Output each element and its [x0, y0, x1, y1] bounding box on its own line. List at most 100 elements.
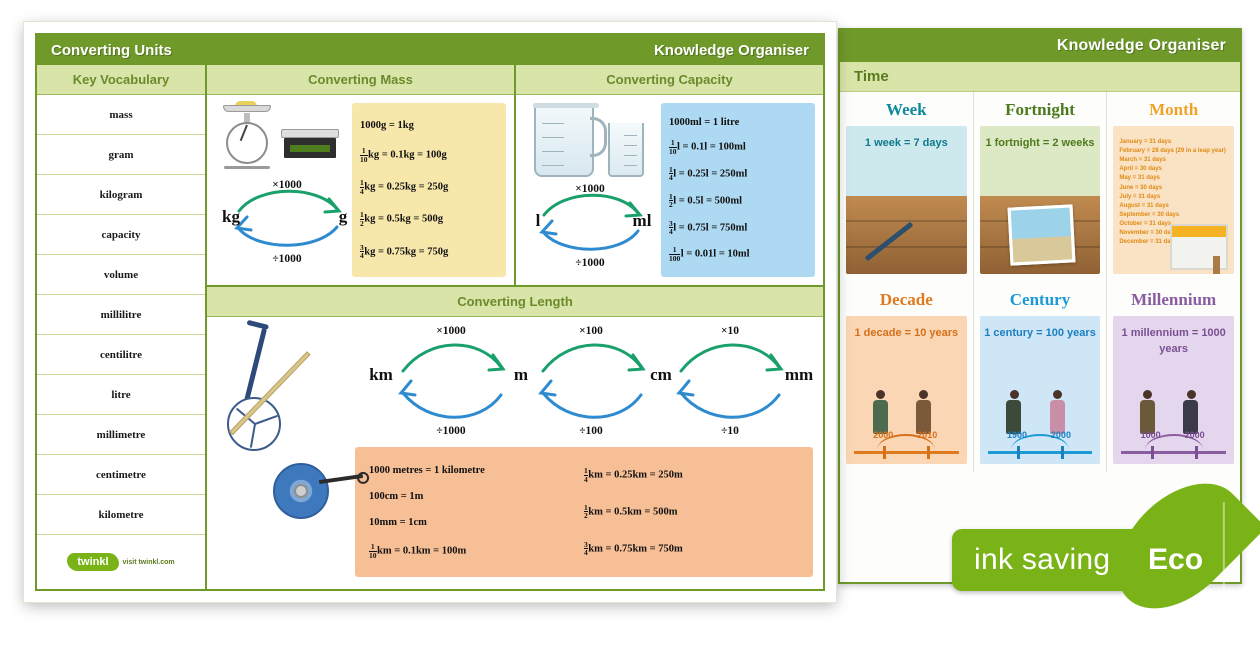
century-year-end: 2000 [1050, 430, 1071, 440]
month-days-item: July = 31 days [1119, 193, 1161, 200]
back-sheet-brand: Knowledge Organiser [1056, 37, 1226, 54]
capacity-fact-text: 1000ml = 1 litre [669, 117, 740, 129]
month-days-item: March = 31 days [1119, 157, 1166, 164]
length-back-op-3: ÷10 [721, 425, 739, 437]
length-fact-text: km = 0.1km = 100m [377, 545, 467, 557]
desk-leg [1213, 256, 1221, 274]
time-body-decade: 1 decade = 10 years 2000 2010 [846, 316, 967, 464]
time-cell-century: Century 1 century = 100 years 1900 2000 [974, 282, 1108, 472]
converting-units-knowledge-organiser-sheet: Converting Units Knowledge Organiser Key… [23, 21, 837, 603]
time-text-week: 1 week = 7 days [864, 137, 948, 149]
length-unit-mm: mm [784, 365, 814, 384]
decade-year-start: 2000 [873, 430, 894, 440]
century-year-start: 1900 [1006, 430, 1027, 440]
millennium-year-end: 2000 [1184, 430, 1205, 440]
time-heading-decade: Decade [879, 290, 933, 309]
time-text-fortnight: 1 fortnight = 2 weeks [985, 137, 1095, 149]
holiday-photo-icon [1007, 204, 1076, 266]
century-timeline: 1900 2000 [987, 430, 1093, 459]
millennium-year-start: 1000 [1140, 430, 1161, 440]
length-fact-den: 2 [584, 511, 588, 521]
eco-label: Eco [1148, 543, 1204, 576]
mass-fact-den: 2 [360, 219, 364, 229]
vocabulary-item: volume [37, 255, 205, 295]
mass-fact-num: 1 [360, 178, 364, 188]
length-fact-text: 1000 metres = 1 kilometre [369, 464, 485, 476]
vocabulary-item: centimetre [37, 455, 205, 495]
month-days-item: February = 28 days (29 in a leap year) [1119, 148, 1226, 155]
time-body-fortnight: 1 fortnight = 2 weeks [979, 126, 1101, 274]
time-body-millennium: 1 millennium = 1000 years 1000 2000 [1113, 316, 1235, 464]
time-body-week: 1 week = 7 days [846, 126, 967, 274]
capacity-back-op: ÷1000 [575, 257, 605, 269]
mass-fact-den: 4 [360, 186, 364, 196]
time-cell-week: Week 1 week = 7 days [840, 92, 974, 282]
twinkl-logo-text: twinkl [67, 553, 119, 571]
desk-illustration [846, 196, 967, 274]
capacity-fact-num: 3 [669, 218, 673, 228]
front-sheet-inner: Converting Units Knowledge Organiser Key… [35, 33, 825, 591]
length-unit-cm: cm [650, 365, 672, 384]
capacity-fact-num: 1 [670, 137, 675, 147]
time-heading-fortnight: Fortnight [1005, 100, 1075, 119]
capacity-fact-text: l = 0.5l = 500ml [673, 195, 743, 207]
time-text-millennium: 1 millennium = 1000 years [1121, 327, 1226, 355]
length-back-op-2: ÷100 [579, 425, 603, 437]
back-sheet-titlebar: Knowledge Organiser [840, 30, 1240, 62]
vocabulary-item: gram [37, 135, 205, 175]
month-days-item: December = 31 days [1119, 239, 1178, 246]
mass-fact-text: 1000g = 1kg [360, 119, 414, 131]
capacity-conversion-diagram: l ml ×1000 ÷1000 [524, 103, 655, 277]
month-days-item: November = 30 days [1119, 230, 1178, 237]
length-forward-op-1: ×1000 [436, 325, 466, 337]
length-back-op-1: ÷1000 [436, 425, 466, 437]
capacity-fact-num: 1 [672, 245, 677, 255]
capacity-fact-den: 100 [669, 254, 681, 264]
time-text-decade: 1 decade = 10 years [854, 327, 959, 339]
length-fact-text: km = 0.25km = 250m [588, 469, 683, 481]
length-tools-illustration [213, 323, 364, 583]
capacity-fact-text: l = 0.75l = 750ml [673, 222, 748, 234]
key-vocabulary-column: Key Vocabulary mass gram kilogram capaci… [37, 65, 207, 589]
vocabulary-item: litre [37, 375, 205, 415]
capacity-fact-den: 2 [669, 200, 673, 210]
length-fact-den: 4 [584, 474, 588, 484]
mass-fact-num: 1 [361, 145, 366, 155]
time-text-century: 1 century = 100 years [984, 327, 1096, 339]
mass-arrows-svg [233, 189, 343, 247]
measuring-jug-icon [533, 103, 607, 177]
capacity-fact-text: l = 0.1l = 100ml [677, 141, 746, 153]
mass-back-op: ÷1000 [272, 253, 302, 265]
time-cell-fortnight: Fortnight 1 fortnight = 2 weeks [974, 92, 1108, 282]
time-row-two: Decade 1 decade = 10 years 2000 2010 [840, 282, 1240, 472]
vocabulary-item: kilogram [37, 175, 205, 215]
length-fact-text: 10mm = 1cm [369, 516, 427, 528]
capacity-unit-to: ml [632, 211, 652, 230]
length-fact-text: 100cm = 1m [369, 490, 424, 502]
mass-fact-text: kg = 0.75kg = 750g [364, 246, 449, 258]
vocabulary-item: millimetre [37, 415, 205, 455]
time-heading-millennium: Millennium [1131, 290, 1217, 309]
month-days-item: May = 31 days [1119, 175, 1160, 182]
time-heading-month: Month [1149, 100, 1199, 119]
front-sheet-titlebar: Converting Units Knowledge Organiser [37, 35, 823, 65]
capacity-fact-den: 10 [669, 146, 677, 156]
front-sheet-columns: Key Vocabulary mass gram kilogram capaci… [37, 65, 823, 589]
capacity-fact-text: l = 0.25l = 250ml [673, 168, 748, 180]
trundle-wheel-handle [243, 327, 268, 403]
month-days-item: September = 30 days [1119, 211, 1180, 218]
decade-year-end: 2010 [917, 430, 938, 440]
mass-fact-row: 1000g = 1kg [360, 120, 498, 131]
mass-fact-text: kg = 0.5kg = 500g [364, 214, 444, 226]
length-arrows-svg [398, 343, 784, 419]
